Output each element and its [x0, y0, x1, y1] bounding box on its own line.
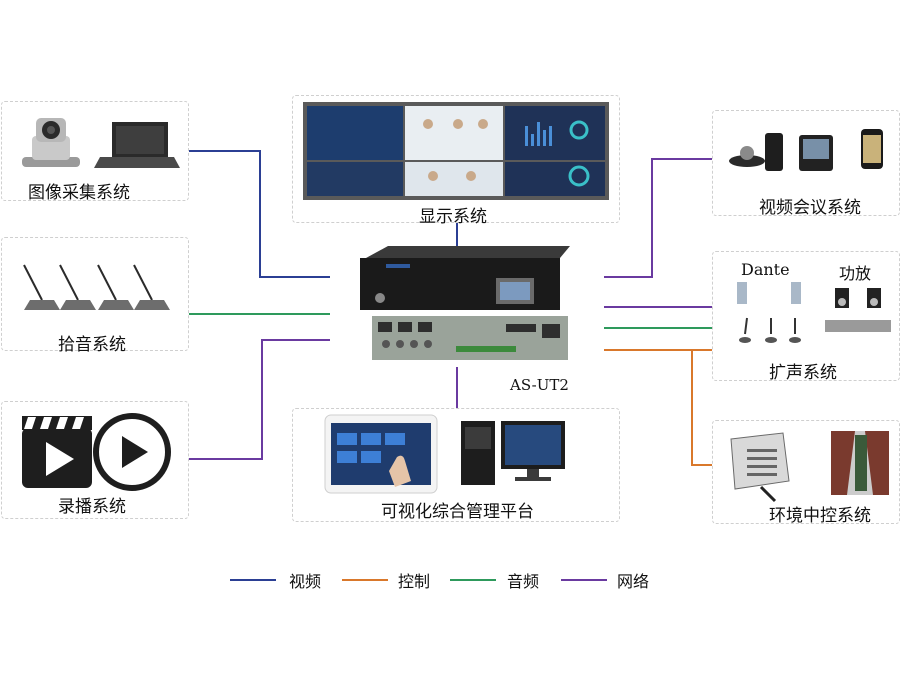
recording-label: 录播系统 — [58, 497, 126, 517]
image-capture-box: 图像采集系统 — [1, 101, 189, 203]
pa-amp-label: 功放 — [839, 264, 872, 283]
video-wall-icon — [303, 102, 609, 200]
tablet-pc-icon — [324, 414, 565, 494]
display-box: 显示系统 — [292, 95, 620, 227]
control-line-env — [604, 349, 712, 466]
legend-line-control — [342, 579, 388, 581]
recording-icon — [22, 413, 171, 491]
network-line-videoconf — [604, 158, 712, 278]
microphone-icon — [23, 264, 170, 310]
legend-label-audio: 音频 — [507, 572, 540, 591]
legend-line-audio — [450, 579, 496, 581]
center-device — [356, 244, 576, 368]
network-line-recording — [188, 339, 330, 460]
pa-box: Dante 功放 扩声系统 — [712, 251, 900, 383]
central-controller-icon — [360, 246, 570, 360]
env-box: 环境中控系统 — [712, 420, 900, 526]
video-conf-label: 视频会议系统 — [759, 198, 861, 218]
pickup-box: 拾音系统 — [1, 237, 189, 355]
platform-box: 可视化综合管理平台 — [292, 408, 620, 522]
env-label: 环境中控系统 — [769, 506, 871, 526]
center-model-label: AS-UT2 — [510, 376, 569, 394]
video-conf-devices-icon — [729, 129, 883, 171]
legend-line-video — [230, 579, 276, 581]
pickup-label: 拾音系统 — [58, 335, 126, 355]
pa-dante-label: Dante — [741, 260, 790, 279]
light-curtain-icon — [730, 431, 889, 503]
legend-line-network — [561, 579, 607, 581]
image-capture-label: 图像采集系统 — [28, 183, 130, 203]
platform-label: 可视化综合管理平台 — [381, 502, 534, 522]
pa-devices-icon — [737, 282, 891, 343]
legend-label-control: 控制 — [398, 572, 431, 591]
video-conf-box: 视频会议系统 — [712, 110, 900, 218]
camera-laptop-icon — [22, 118, 180, 168]
display-label: 显示系统 — [419, 207, 487, 227]
legend-label-network: 网络 — [617, 572, 650, 591]
legend-label-video: 视频 — [289, 572, 322, 591]
video-line-capture — [188, 150, 330, 278]
pa-label: 扩声系统 — [769, 363, 837, 383]
recording-box: 录播系统 — [1, 401, 189, 519]
